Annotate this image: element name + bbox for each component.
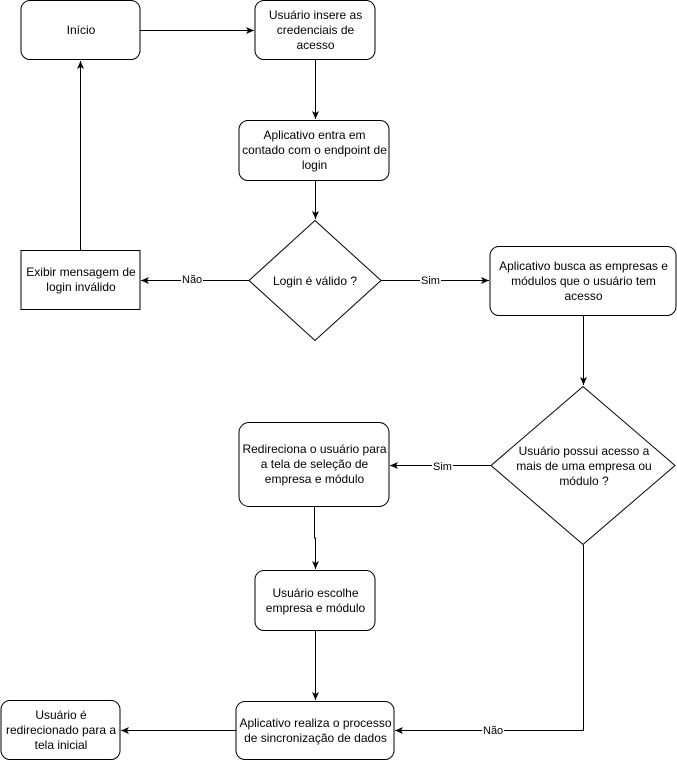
choose-company-node: Usuário escolhe empresa e módulo (265, 585, 366, 615)
edge-label-login-no: Não (181, 274, 204, 286)
edge-label-access-no: Não (482, 725, 505, 737)
redirect-selection-node-shape (238, 422, 390, 507)
edge-redirect-to-choose (312, 507, 319, 569)
enter-credentials-node-shape (254, 0, 376, 60)
enter-credentials-node: Usuário insere as credenciais de acesso (268, 7, 363, 52)
login-valid-decision-shape (248, 219, 382, 342)
home-redirect-node: Usuário é redirecionado para a tela inic… (5, 707, 117, 752)
choose-company-node-shape (254, 570, 376, 631)
start-node: Início (66, 22, 96, 37)
sync-data-node: Aplicativo realiza o processo de sincron… (239, 715, 392, 745)
edge-label-access-yes: Sim (432, 461, 453, 473)
contact-endpoint-node: Aplicativo entra em contado com o endpoi… (242, 128, 387, 172)
home-redirect-node-shape (0, 700, 121, 760)
edge-access-no (395, 545, 584, 734)
login-valid-decision: Login é válido ? (272, 273, 358, 288)
invalid-login-message-node: Exibir mensagem de login inválido (26, 265, 136, 294)
edge-label-login-yes: Sim (420, 275, 441, 287)
fetch-companies-node: Aplicativo busca as empresas e módulos q… (499, 258, 668, 303)
fetch-companies-node-shape (489, 246, 677, 316)
multiple-access-decision-shape (490, 385, 676, 546)
multiple-access-decision: Usuário possui acesso a mais de uma empr… (516, 443, 652, 488)
redirect-selection-node: Redireciona o usuário para a tela de sel… (242, 442, 387, 486)
contact-endpoint-node-shape (238, 120, 390, 181)
invalid-login-message-node-shape (20, 250, 141, 310)
